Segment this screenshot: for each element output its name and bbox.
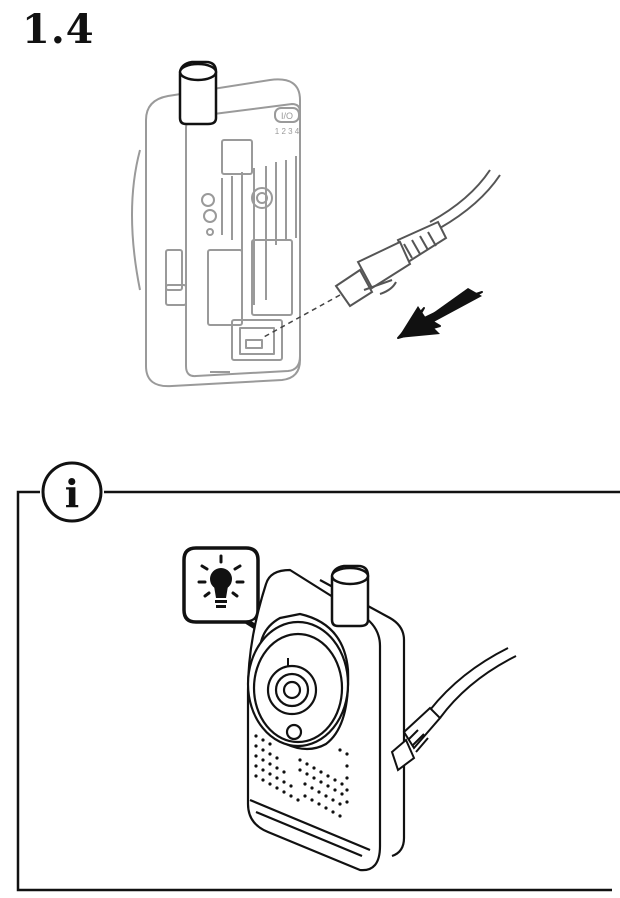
svg-text:i: i [65, 471, 79, 516]
camera-top-tab [178, 60, 218, 126]
step-number: 1.4 [22, 6, 95, 53]
io-pin-numbers: 1 2 3 4 [275, 127, 300, 136]
camera-rear-illustration [131, 78, 301, 388]
camera-front-antenna [330, 564, 370, 628]
io-label: I/O [281, 111, 293, 121]
front-network-cable [390, 647, 517, 772]
camera-front-illustration [246, 568, 406, 872]
info-icon: i [41, 461, 103, 523]
info-frame [16, 490, 620, 892]
alignment-guide [261, 294, 341, 339]
network-cable [334, 169, 501, 308]
